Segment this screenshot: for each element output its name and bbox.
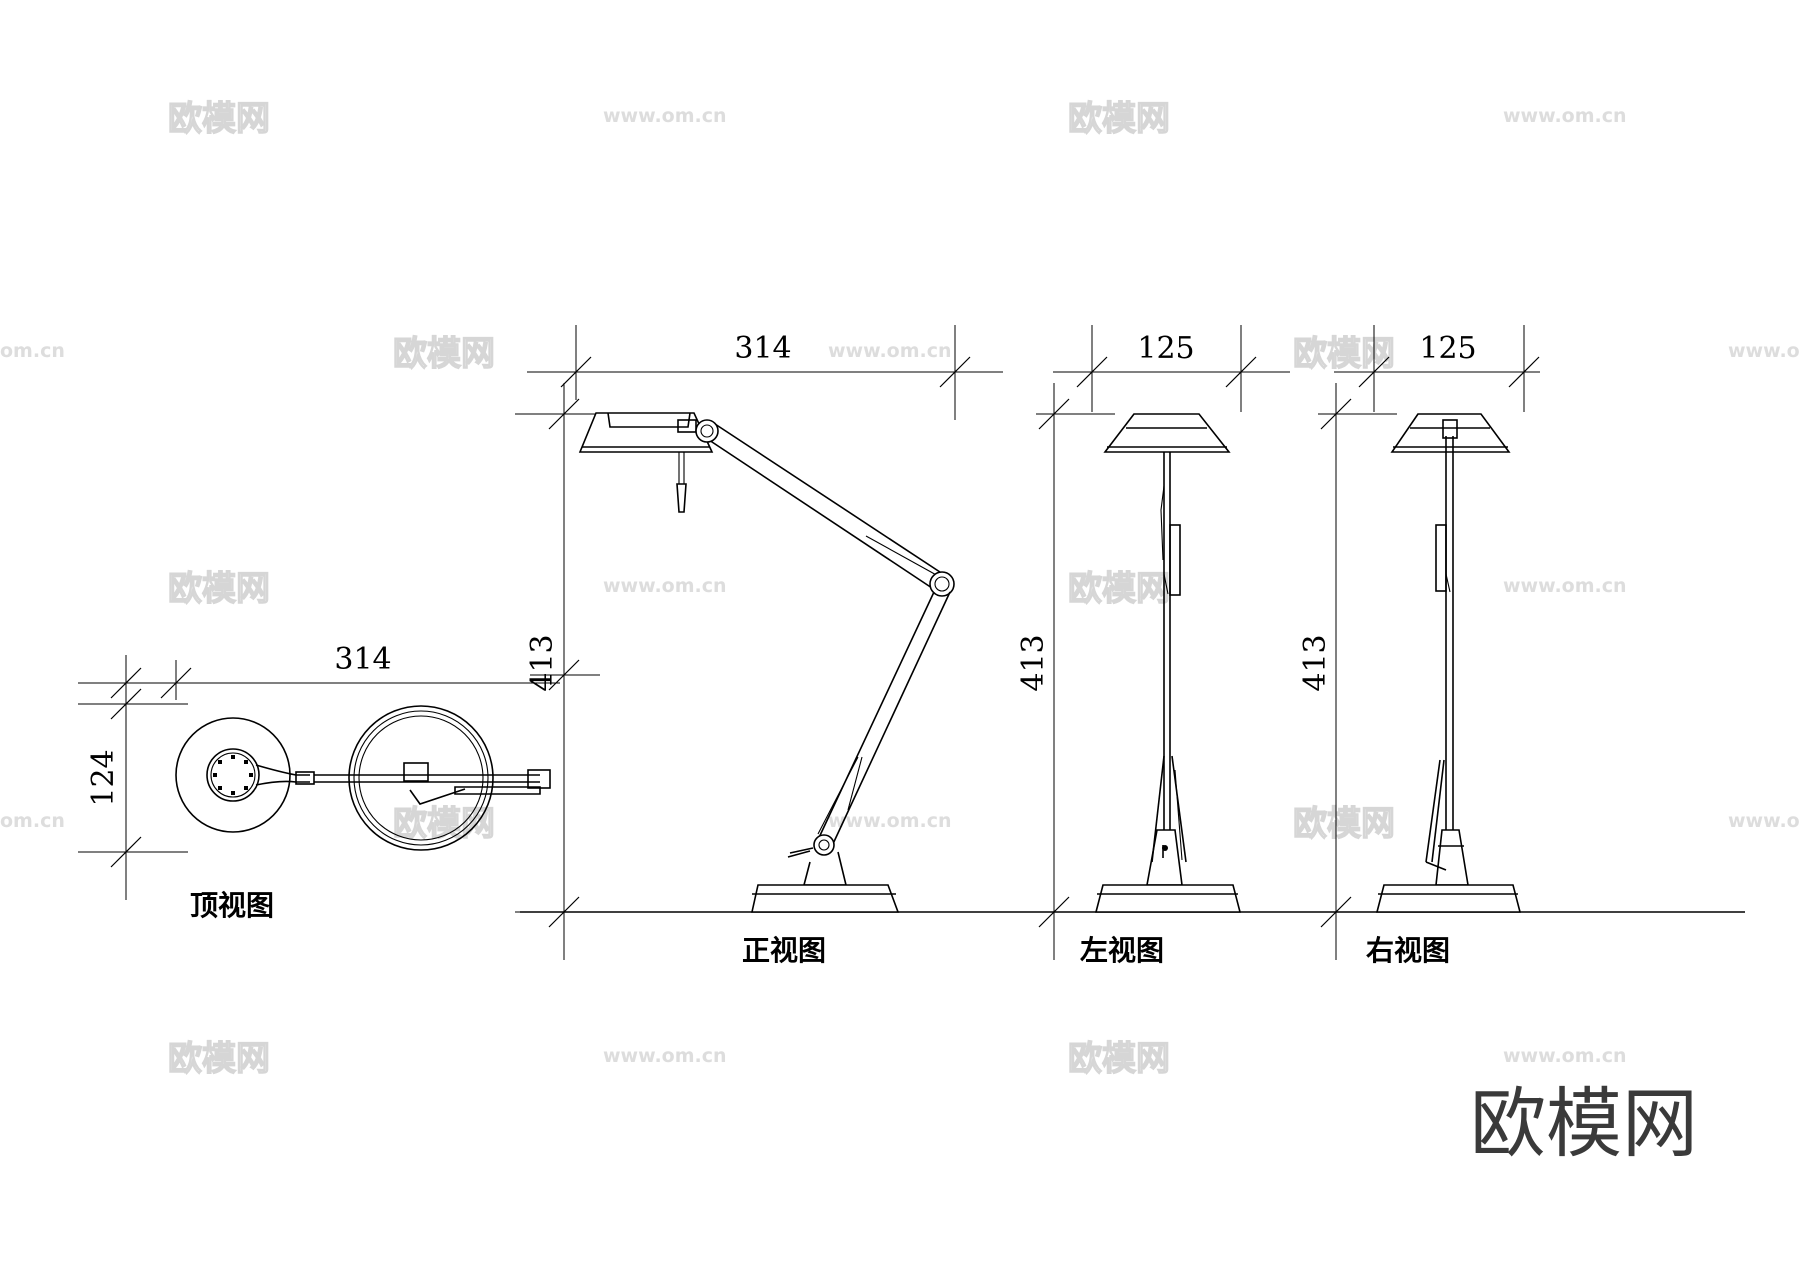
- front-view: 314 413: [515, 325, 1003, 967]
- watermark-layer: 欧模网 www.om.cn 欧模网 www.om.cn om.cn 欧模网 ww…: [0, 98, 1800, 1079]
- left-view-label: 左视图: [1080, 934, 1164, 967]
- watermark-brand: 欧模网: [1068, 569, 1170, 609]
- brand-logo: 欧模网: [1470, 1079, 1698, 1168]
- watermark-brand: 欧模网: [393, 804, 495, 844]
- top-view-label: 顶视图: [190, 889, 274, 922]
- front-view-width-label: 314: [734, 331, 791, 366]
- watermark-url: www.om.cn: [1503, 575, 1627, 597]
- watermark-url: www.om.cn: [1503, 105, 1627, 127]
- watermark-brand: 欧模网: [1293, 334, 1395, 374]
- top-view-depth-label: 124: [86, 749, 121, 806]
- right-view-height-label: 413: [1298, 634, 1333, 691]
- left-view-width-label: 125: [1137, 331, 1194, 366]
- watermark-url-fragment: om.cn: [0, 340, 65, 362]
- watermark-brand: 欧模网: [168, 569, 270, 609]
- watermark-brand: 欧模网: [1293, 804, 1395, 844]
- right-view-width-label: 125: [1419, 331, 1476, 366]
- watermark-url: www.om.cn: [828, 810, 952, 832]
- top-view-width-label: 314: [334, 642, 391, 677]
- watermark-brand: 欧模网: [393, 334, 495, 374]
- right-view-label: 右视图: [1366, 934, 1450, 967]
- front-view-height-dimension: 413: [515, 383, 624, 960]
- front-view-label: 正视图: [742, 934, 826, 967]
- watermark-url: www.om.cn: [1728, 810, 1800, 832]
- left-view-height-dimension: 413: [1016, 383, 1115, 960]
- shade-vent-holes: [213, 755, 253, 795]
- watermark-brand: 欧模网: [1068, 99, 1170, 139]
- top-view-width-dimension: 314: [78, 642, 560, 900]
- front-view-width-dimension: 314: [527, 325, 1003, 420]
- watermark-url: www.om.cn: [828, 340, 952, 362]
- watermark-brand: 欧模网: [168, 1039, 270, 1079]
- left-view: 125 413 左视图: [1016, 325, 1290, 967]
- right-view-width-dimension: 125: [1334, 325, 1540, 412]
- left-view-width-dimension: 125: [1053, 325, 1290, 412]
- watermark-brand: 欧模网: [168, 99, 270, 139]
- left-view-height-label: 413: [1016, 634, 1051, 691]
- watermark-url: www.om.cn: [603, 1045, 727, 1067]
- watermark-url-fragment: om.cn: [0, 810, 65, 832]
- top-view-depth-dimension: 124: [78, 688, 188, 868]
- right-view-height-dimension: 413: [1298, 383, 1397, 960]
- watermark-brand: 欧模网: [1068, 1039, 1170, 1079]
- front-view-height-label: 413: [525, 634, 560, 691]
- right-view: 125 413 右视图: [1298, 325, 1540, 967]
- watermark-url: www.om.cn: [1728, 340, 1800, 362]
- watermark-url: www.om.cn: [1503, 1045, 1627, 1067]
- watermark-url: www.om.cn: [603, 575, 727, 597]
- top-view: 314 124: [78, 642, 560, 922]
- watermark-url: www.om.cn: [603, 105, 727, 127]
